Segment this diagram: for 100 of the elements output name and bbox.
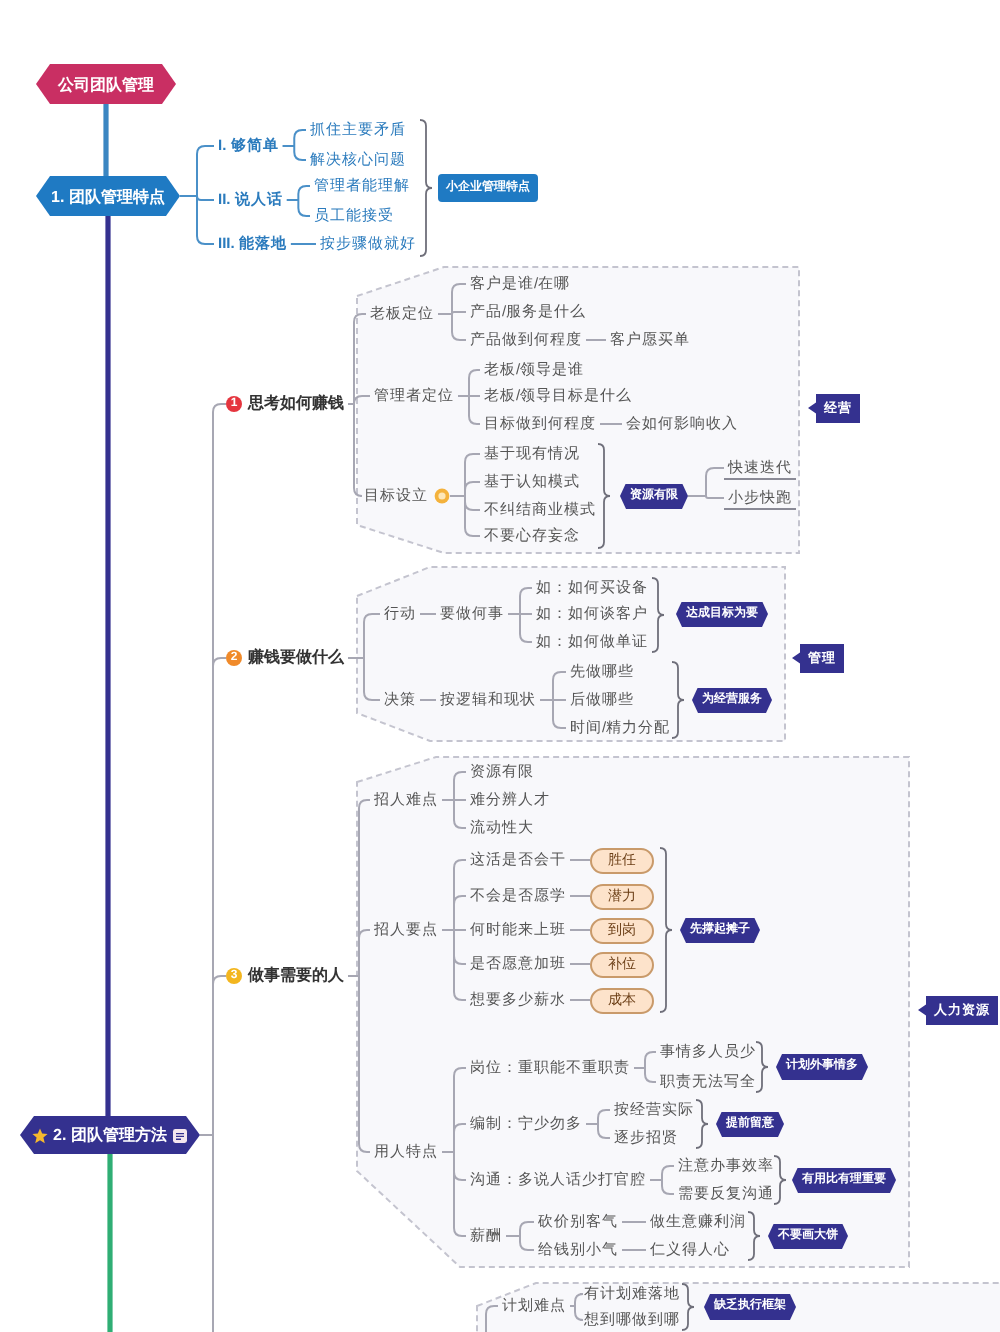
connector-line (353, 487, 363, 497)
connector-line (453, 819, 467, 829)
connector-line (199, 1134, 214, 1136)
connector-line (196, 195, 198, 237)
connector-line (358, 807, 360, 977)
connector-line (569, 895, 591, 897)
connector-line (661, 1173, 663, 1181)
connector-line (687, 495, 707, 497)
connector-line (457, 395, 470, 397)
connector-line (281, 145, 296, 147)
connector-line (196, 145, 215, 155)
connector-line (574, 1305, 576, 1313)
connector-line (353, 313, 367, 323)
connector-line (451, 291, 453, 315)
connector-line (419, 699, 437, 701)
connector-line (363, 691, 381, 701)
connector-line (597, 1129, 611, 1139)
connector-line (451, 311, 467, 315)
connector-line (539, 699, 554, 701)
connector-line (468, 415, 481, 425)
connector-line (569, 963, 591, 965)
connector-line (552, 719, 567, 729)
connector-line (705, 475, 707, 497)
connector-line (621, 1221, 647, 1223)
connector-line (464, 501, 481, 511)
connector-line (453, 1067, 467, 1077)
connector-line (453, 895, 467, 905)
connector-line (705, 467, 725, 477)
connector-line (597, 1109, 611, 1119)
connector-line (569, 859, 591, 861)
connector-line (644, 1073, 657, 1083)
connector-line (453, 1227, 467, 1237)
connector-line (441, 799, 455, 801)
connector-line (293, 129, 307, 139)
connector-line (464, 495, 466, 529)
connector-line (468, 377, 470, 397)
connector-line (649, 1179, 663, 1181)
connector-line (107, 1154, 113, 1332)
connector-line (464, 461, 466, 497)
connector-line (453, 859, 467, 869)
branch-title: 做事需要的人 (248, 964, 346, 988)
connector-line (297, 199, 300, 209)
connector-line (468, 395, 481, 397)
connector-line (485, 1305, 499, 1332)
connector-line (464, 527, 481, 537)
connector-line (569, 999, 591, 1001)
branch-title: 思考如何赚钱 (248, 392, 346, 416)
connector-line (644, 1067, 646, 1075)
connector-line (453, 1075, 455, 1153)
connector-line (705, 495, 725, 499)
connector-line (358, 799, 371, 809)
connector-line (297, 207, 311, 217)
connector-line (468, 395, 470, 417)
connector-line (519, 1229, 521, 1237)
connector-line (468, 369, 481, 379)
connector-line (552, 699, 554, 721)
connector-line (453, 771, 467, 781)
connector-line (661, 1165, 675, 1175)
connector-line (453, 1123, 467, 1133)
connector-line (453, 867, 455, 931)
connector-line (453, 799, 455, 821)
connector-line (353, 321, 355, 405)
connector-line (358, 975, 360, 1145)
hexagon-topic (20, 1116, 200, 1154)
connector-line (449, 495, 466, 497)
connector-line (519, 633, 533, 643)
connector-line (293, 151, 307, 161)
connector-line (347, 403, 355, 405)
connector-line (453, 1151, 455, 1229)
connector-line (196, 153, 198, 197)
connector-line (569, 929, 591, 931)
connector-line (451, 313, 453, 333)
connector-line (585, 339, 607, 341)
connector-line (453, 991, 467, 1001)
connector-line (585, 1123, 599, 1125)
connector-line (212, 403, 227, 413)
connector-line (661, 1185, 675, 1195)
connector-line (519, 1235, 521, 1243)
connector-line (363, 613, 381, 623)
connector-line (451, 283, 467, 293)
connector-line (661, 1179, 663, 1187)
connector-line (621, 1249, 647, 1251)
connector-line (453, 1171, 467, 1181)
connector-line (363, 657, 365, 693)
connector-line (212, 975, 227, 985)
connector-line (363, 621, 365, 659)
connector-line (297, 193, 300, 201)
branch-title: 赚钱要做什么 (248, 646, 346, 670)
connector-line (212, 411, 214, 1136)
connector-line (453, 929, 455, 993)
connector-line (633, 1067, 646, 1069)
hexagon-topic: 公司团队管理 (36, 64, 176, 104)
connector-line (453, 955, 467, 965)
connector-line (437, 313, 453, 315)
connector-line (451, 331, 467, 341)
connector-line (597, 1117, 599, 1125)
connector-line (453, 799, 467, 801)
connector-line (105, 216, 111, 1116)
connector-line (552, 699, 567, 701)
connector-line (597, 1123, 599, 1131)
